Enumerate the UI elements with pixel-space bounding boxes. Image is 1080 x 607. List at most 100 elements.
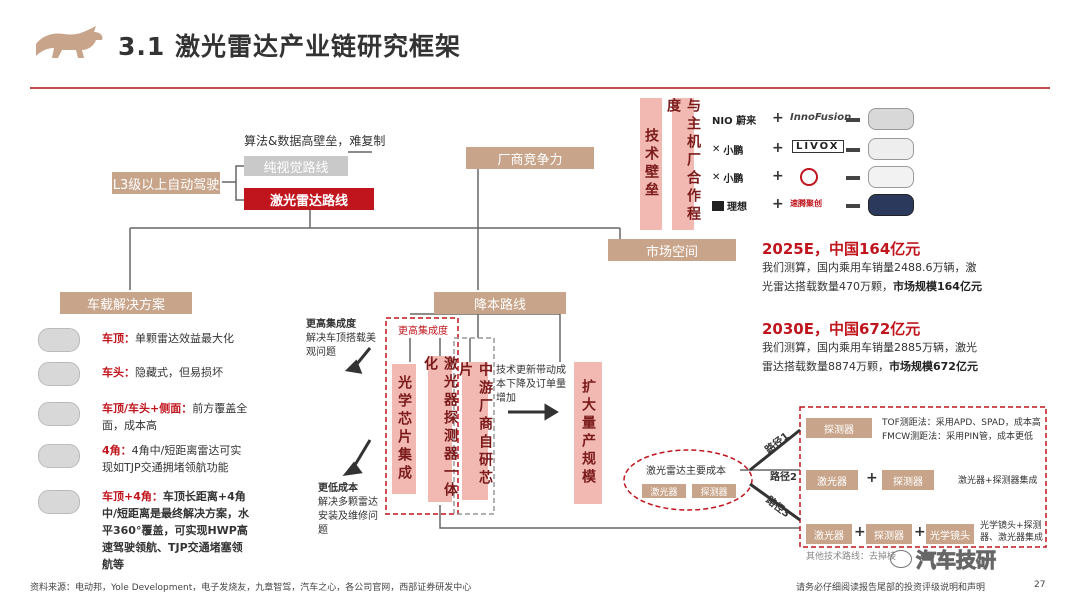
tech-note: 技术更新带动成本下降及订单量增加 [496,365,566,404]
higher-integration-text: 解决车顶搭载美观问题 [306,333,376,358]
p3-other: 其他技术路线：去掉棱 [806,552,897,562]
market-2025-line1: 我们测算，国内乘用车销量2488.6万辆，激 [762,261,977,274]
market-2025-title: 2025E，中国164亿元 [762,240,921,258]
car-top-icon [38,362,80,386]
nio-logo-icon: NIO 蔚来 [712,116,757,127]
main-cost-label: 激光雷达主要成本 [646,466,726,477]
p3-detector-box: 探测器 [866,524,912,544]
oem-coop-box: 与主机厂合作程度 [665,98,701,230]
plus-icon: + [866,470,878,486]
plus-icon: + [772,196,784,212]
page-number: 27 [1034,580,1046,590]
vehicle-text: 车顶长距离+4角中/短距离是最终解决方案，水平360°覆盖，可实现HWP高速驾驶… [102,490,250,571]
xpeng-logo-icon: ✕小鹏 [712,144,744,157]
car-image-icon [868,166,914,188]
vehicle-text: 单颗雷达效益最大化 [135,332,234,345]
brand-name: 小鹏 [723,174,744,185]
xpeng-logo-icon: ✕小鹏 [712,172,744,185]
tech-barrier-box: 技术壁垒 [640,98,662,230]
p2-detector-box: 探测器 [882,470,934,490]
partner-row: 理想 + 速腾聚创 [712,194,922,216]
equals-icon [846,204,860,208]
lixiang-logo-icon: 理想 [712,198,747,213]
plus-icon: + [914,524,926,540]
car-image-icon [868,138,914,160]
lower-cost-text: 解决多颗雷达安装及维修问题 [318,497,378,536]
vehicle-text: 隐藏式，但易损坏 [135,366,223,379]
equals-icon [846,176,860,180]
livox-logo-icon: LIVOX [792,140,844,153]
car-top-icon [38,328,80,352]
p3-result: 光学镜头+探测器、激光器集成 [980,521,1044,543]
innofusion-logo-icon: InnoFusion [790,112,852,123]
pure-vision-box: 纯视觉路线 [244,156,348,176]
plus-icon: + [772,168,784,184]
market-2030-text: 我们测算，国内乘用车销量2885万辆，激光 雷达搭载数量8874万颗，市场规模6… [762,338,1022,376]
path2-label: 路径2 [770,472,797,483]
car-image-icon [868,194,914,216]
brand-name: 小鹏 [723,146,744,157]
market-2030-line1: 我们测算，国内乘用车销量2885万辆，激光 [762,341,977,354]
source-note: 资料来源：电动邦，Yole Development，电子发烧友，九章智驾，汽车之… [30,583,472,593]
watermark-text: 汽车技研 [916,548,997,573]
market-2030-line2: 雷达搭载数量8874万颗， [762,360,889,373]
car-image-icon [868,108,914,130]
plus-icon: + [854,524,866,540]
wechat-icon [890,549,912,568]
watermark: 汽车技研 [890,544,997,573]
market-2025-bold: 市场规模164亿元 [893,280,982,293]
partner-row: ✕小鹏 + LIVOX [712,138,922,160]
p1-tof-text: TOF测距法：采用APD、SPAD，成本高 [882,418,1041,428]
mid-chip-box: 中游厂商自研芯片 [457,362,493,500]
p3-lens-box: 光学镜头 [926,524,974,544]
vehicle-key: 车顶+4角： [102,490,163,503]
vehicle-solution-box: 车载解决方案 [60,292,192,314]
car-top-icon [38,490,80,514]
p3-laser-box: 激光器 [806,524,852,544]
equals-icon [846,148,860,152]
market-2025-text: 我们测算，国内乘用车销量2488.6万辆，激 光雷达搭载数量470万颗，市场规模… [762,258,1012,296]
bull-logo-icon [36,26,103,58]
market-space-box: 市场空间 [608,239,736,261]
higher-integration-title: 更高集成度 [306,319,356,330]
robosense-logo-icon [800,168,818,186]
p1-detector-box: 探测器 [806,418,872,438]
car-top-icon [38,444,80,468]
plus-icon: + [772,110,784,126]
market-2030-title: 2030E，中国672亿元 [762,320,921,338]
lidar-route-box: 激光雷达路线 [244,188,374,210]
vehicle-text: 4角中/短距离雷达可实现如TJP交通拥堵领航功能 [102,444,242,474]
algo-note: 算法&数据高壁垒，难复制 [244,134,386,148]
oem-competitiveness-box: 厂商竞争力 [466,147,594,169]
p2-result: 激光器+探测器集成 [958,476,1038,486]
vehicle-key: 车顶/车头+侧面： [102,402,193,415]
market-2030-bold: 市场规模672亿元 [889,360,978,373]
p1-fmcw-text: FMCW测距法：采用PIN管，成本更低 [882,432,1033,442]
laser-detector-box: 激光器探测器一体化 [422,356,458,502]
vehicle-text: 前方覆盖全面，成本高 [102,402,248,432]
car-top-icon [38,402,80,426]
vehicle-key: 车头： [102,366,135,379]
lower-cost-title: 更低成本 [318,483,358,494]
robosense-logo-icon: 速腾聚创 [790,198,822,209]
brand-name: 理想 [727,202,747,213]
disclaimer: 请务必仔细阅读报告尾部的投资评级说明和声明 [796,583,986,593]
market-2025-line2: 光雷达搭载数量470万颗， [762,280,893,293]
equals-icon [846,118,860,122]
p2-laser-box: 激光器 [806,470,858,490]
chip-integration-box: 光学芯片集成 [392,364,416,494]
detector-chip: 探测器 [692,484,736,498]
partner-row: ✕小鹏 + [712,166,922,188]
page-title: 3.1 激光雷达产业链研究框架 [118,32,461,61]
l3-box: L3级以上自动驾驶 [112,172,220,194]
partner-name: 速腾聚创 [790,199,822,208]
integration-label: 更高集成度 [396,322,450,337]
cost-route-box: 降本路线 [434,292,566,314]
header-divider [30,87,1050,89]
plus-icon: + [772,140,784,156]
laser-chip: 激光器 [642,484,686,498]
partner-row: NIO 蔚来 + InnoFusion [712,108,922,130]
vehicle-key: 车顶： [102,332,135,345]
vehicle-key: 4角： [102,444,132,457]
